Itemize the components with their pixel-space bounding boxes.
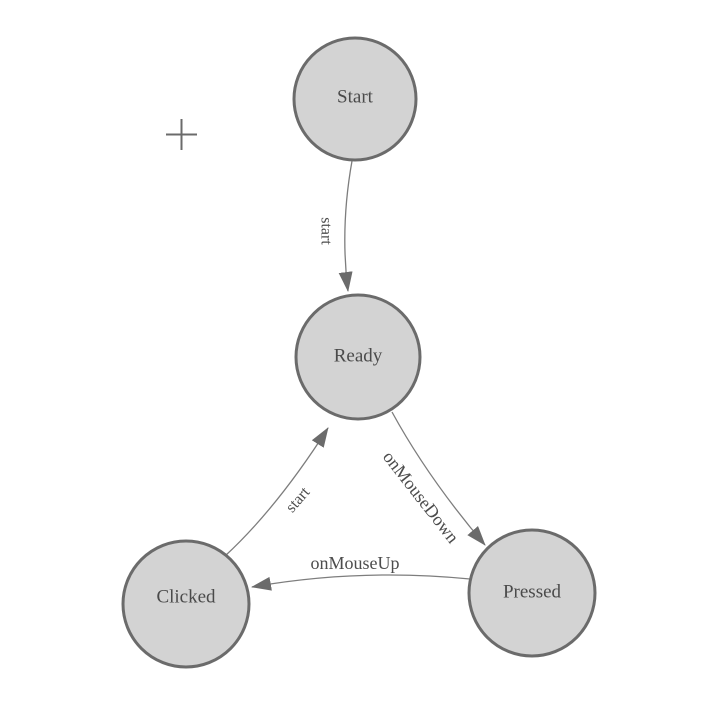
- edge-label-onmouseup: onMouseUp: [311, 553, 400, 573]
- plus-icon[interactable]: [166, 119, 197, 150]
- edge-label-start: start: [283, 484, 314, 516]
- state-node-ready[interactable]: Ready: [294, 293, 422, 421]
- state-node-clicked[interactable]: Clicked: [121, 539, 251, 669]
- edge-start-to-ready[interactable]: start: [318, 160, 353, 292]
- state-node-start[interactable]: Start: [292, 36, 418, 162]
- edge-label-start: start: [318, 217, 335, 245]
- edge-ready-to-pressed[interactable]: onMouseDown: [379, 411, 486, 547]
- edge-clicked-to-ready[interactable]: start: [224, 427, 329, 557]
- state-node-pressed[interactable]: Pressed: [467, 528, 597, 658]
- edge-pressed-to-clicked[interactable]: onMouseUp: [251, 553, 471, 591]
- edge-label-onmousedown: onMouseDown: [379, 447, 463, 547]
